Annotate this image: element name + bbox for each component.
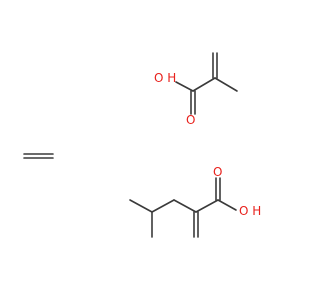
bond-c-oh xyxy=(217,199,237,211)
bond-calpha-methyl xyxy=(214,77,238,92)
bond-c-oh xyxy=(175,81,194,92)
structure-canvas: O H O O O H xyxy=(23,52,261,238)
bond-methyl-a xyxy=(129,199,153,213)
carbonyl-oxygen-label: O xyxy=(213,165,222,179)
hydroxyl-label: O H xyxy=(239,204,261,218)
methacrylic-acid-structure: O H O xyxy=(154,52,238,127)
bond-c-calpha xyxy=(192,77,216,92)
ethylene-structure xyxy=(23,153,54,159)
isobutyl-acrylic-acid-structure: O O H xyxy=(129,165,261,238)
bond-ch2-calpha xyxy=(173,199,197,213)
bond-calpha-c xyxy=(195,199,219,213)
bond-ch-ch2 xyxy=(151,199,175,213)
hydroxyl-label: O H xyxy=(154,71,176,85)
carbonyl-oxygen-label: O xyxy=(186,113,195,127)
